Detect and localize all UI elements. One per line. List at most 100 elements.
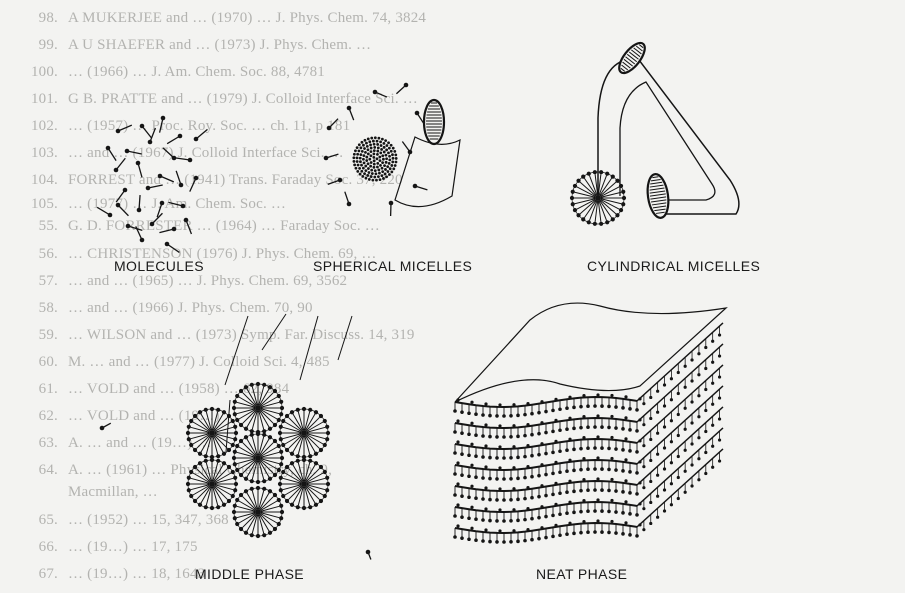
lamella-side-head — [704, 346, 707, 349]
lamella-head — [596, 519, 599, 522]
sphere-head-dot — [366, 174, 369, 177]
lamella-side-head — [656, 432, 659, 435]
micelle-head — [233, 462, 237, 466]
micelle-head — [622, 196, 626, 200]
lamella-head — [593, 488, 597, 492]
lamella-head — [460, 515, 464, 519]
sphere-head-dot — [371, 172, 374, 175]
sphere-head-dot — [365, 142, 368, 145]
micelle-head — [571, 202, 575, 206]
lamella-head — [607, 426, 611, 430]
lamella-head — [540, 526, 543, 529]
micelle-head — [189, 419, 193, 423]
micelle-head — [278, 431, 282, 435]
lamella-head — [470, 527, 473, 530]
sphere-head-dot — [386, 165, 389, 168]
lamella-head — [467, 474, 471, 478]
lamella-head — [568, 480, 571, 483]
sphere-head-dot — [372, 156, 375, 159]
lamella-head — [582, 499, 585, 502]
sphere-head-dot — [379, 178, 382, 181]
lamella-head — [551, 451, 555, 455]
lamella-head — [628, 512, 632, 516]
lamella-head — [484, 486, 487, 489]
micelle-head — [308, 408, 312, 412]
lamella-head — [607, 510, 611, 514]
micelle-head — [193, 448, 197, 452]
sphere-head-dot — [356, 146, 359, 149]
lamella-head — [512, 445, 515, 448]
lamella-head — [614, 426, 618, 430]
micelle-head — [231, 470, 235, 474]
lamella-side-head — [677, 497, 680, 500]
lamella-head — [523, 455, 527, 459]
micelle-head — [581, 217, 585, 221]
lamella-side-head — [670, 461, 673, 464]
lamella-head — [554, 398, 557, 401]
lamella-head — [509, 519, 513, 523]
micelle-head — [232, 510, 236, 514]
lamella-head — [565, 448, 569, 452]
sphere-head-dot — [381, 170, 384, 173]
lamella-head — [628, 470, 632, 474]
micelle-head — [235, 468, 239, 472]
lamella-head — [582, 394, 585, 397]
surfactant-head — [126, 224, 131, 229]
lamella-side-head — [704, 451, 707, 454]
micelle-head — [233, 504, 237, 508]
lamella-head — [582, 457, 585, 460]
lamella-side-head — [649, 438, 652, 441]
lamella-head — [456, 524, 459, 527]
sphere-head-dot — [357, 164, 360, 167]
micelle-head — [216, 459, 220, 463]
lamella-side-head — [684, 491, 687, 494]
lamella-head — [607, 447, 611, 451]
micelle-core — [209, 481, 215, 487]
lamella-head — [579, 447, 583, 451]
sphere-head-dot — [368, 140, 371, 143]
sphere-head-dot — [392, 157, 395, 160]
surfactant-head — [347, 106, 352, 111]
lamella-head — [572, 427, 576, 431]
lamella-head — [593, 467, 597, 471]
micelle-core — [255, 455, 261, 461]
micelle-head — [262, 429, 266, 433]
micelle-head — [198, 410, 202, 414]
sphere-head-dot — [368, 178, 371, 181]
micelle-head — [231, 494, 235, 498]
lamella-side-head — [684, 407, 687, 410]
lamella-head — [565, 511, 569, 515]
lamella-head — [470, 464, 473, 467]
sphere-head-dot — [373, 159, 376, 162]
lamella-side-head — [663, 404, 666, 407]
lamella-head — [495, 477, 499, 481]
lamella-head — [526, 465, 529, 468]
micelle-head — [233, 425, 237, 429]
lamella-head — [582, 415, 585, 418]
micelle-head — [235, 522, 239, 526]
sphere-head-dot — [379, 151, 382, 154]
lamella-head — [600, 446, 604, 450]
micelle-head — [256, 486, 260, 490]
micelle-head — [210, 458, 214, 462]
lamella-head — [537, 453, 541, 457]
sphere-head-dot — [385, 148, 388, 151]
sphere-head-dot — [379, 140, 382, 143]
micelle-head — [273, 493, 277, 497]
surfactant-head — [172, 227, 177, 232]
micelle-head — [587, 172, 591, 176]
sphere-head-dot — [387, 152, 390, 155]
lamella-head — [596, 414, 599, 417]
sphere-head-dot — [374, 136, 377, 139]
micelle-head — [239, 473, 243, 477]
lamella-head — [554, 461, 557, 464]
sphere-head-dot — [383, 151, 386, 154]
lamella-head — [474, 412, 478, 416]
micelle-head — [222, 461, 226, 465]
lamella-head — [526, 507, 529, 510]
micelle-head — [277, 394, 281, 398]
micelle-head — [187, 476, 191, 480]
lamella-head — [467, 495, 471, 499]
sphere-head-dot — [370, 150, 373, 153]
sphere-head-dot — [360, 170, 363, 173]
